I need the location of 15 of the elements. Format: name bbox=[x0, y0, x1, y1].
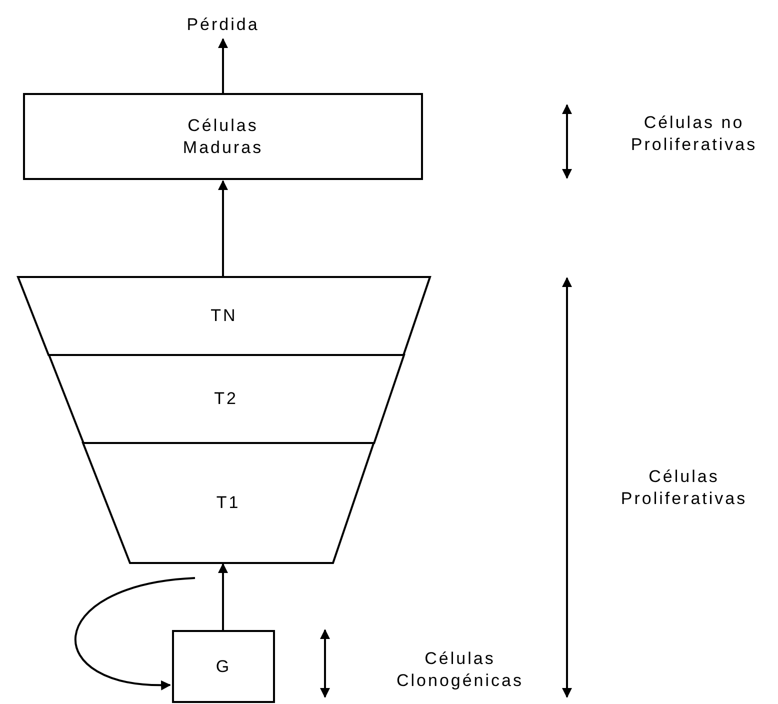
range-label: Células no Proliferativas bbox=[630, 112, 758, 156]
arrow bbox=[218, 563, 228, 630]
stage-label: TN bbox=[210, 305, 238, 327]
box-label: Células Maduras bbox=[182, 114, 264, 158]
arrow bbox=[218, 180, 228, 277]
stage-label: T2 bbox=[214, 388, 238, 410]
process-box bbox=[172, 630, 275, 703]
curved-arrow bbox=[74, 577, 196, 690]
stage-label: T1 bbox=[216, 492, 240, 514]
range-label: Células Clonogénicas bbox=[395, 648, 524, 692]
outflow-label: Pérdida bbox=[186, 14, 260, 36]
range-label: Células Proliferativas bbox=[620, 466, 748, 510]
process-box bbox=[23, 93, 423, 180]
box-label: G bbox=[216, 656, 232, 678]
arrow bbox=[218, 38, 228, 93]
